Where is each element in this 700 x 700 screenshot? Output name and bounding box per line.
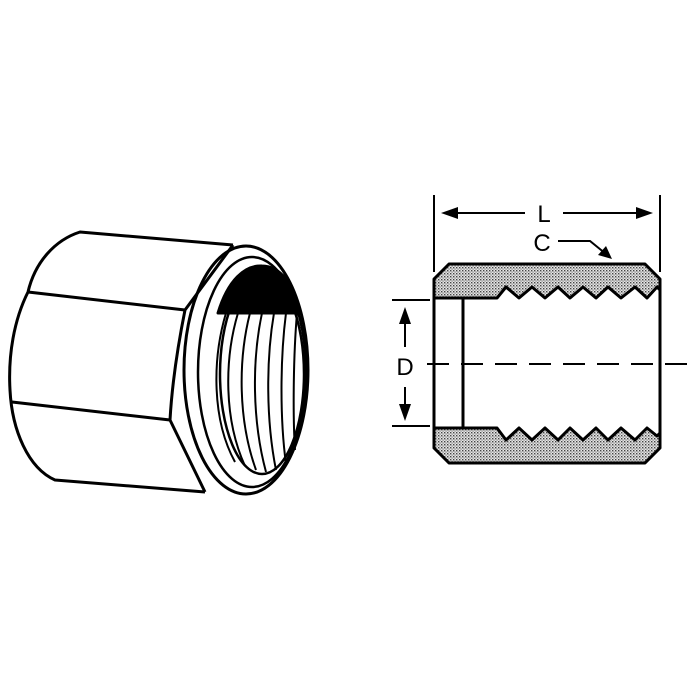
- hex-edge-upper: [27, 290, 186, 312]
- arrowhead-l-left: [441, 207, 458, 219]
- end-face-chamfer: [196, 255, 308, 489]
- end-face-outer-rim: [182, 244, 310, 496]
- arrowhead-d-down: [399, 404, 411, 421]
- hex-edge-lower: [11, 400, 171, 422]
- lower-wall-section: [432, 426, 662, 465]
- c-leader: [558, 240, 607, 255]
- bore-shadow: [216, 264, 302, 315]
- label-length: L: [537, 201, 550, 228]
- label-diameter: D: [396, 354, 413, 381]
- hex-cap-perspective-view: [8, 230, 310, 496]
- label-chamfer: C: [533, 230, 550, 257]
- arrowhead-l-right: [636, 207, 653, 219]
- hex-vertex-line: [168, 244, 235, 493]
- hex-body-outline: [8, 230, 234, 494]
- arrowhead-d-up: [399, 307, 411, 324]
- section-view: L C D: [392, 195, 690, 465]
- internal-threads: [215, 312, 298, 473]
- arrowhead-c: [598, 246, 612, 259]
- upper-wall-section: [432, 262, 662, 300]
